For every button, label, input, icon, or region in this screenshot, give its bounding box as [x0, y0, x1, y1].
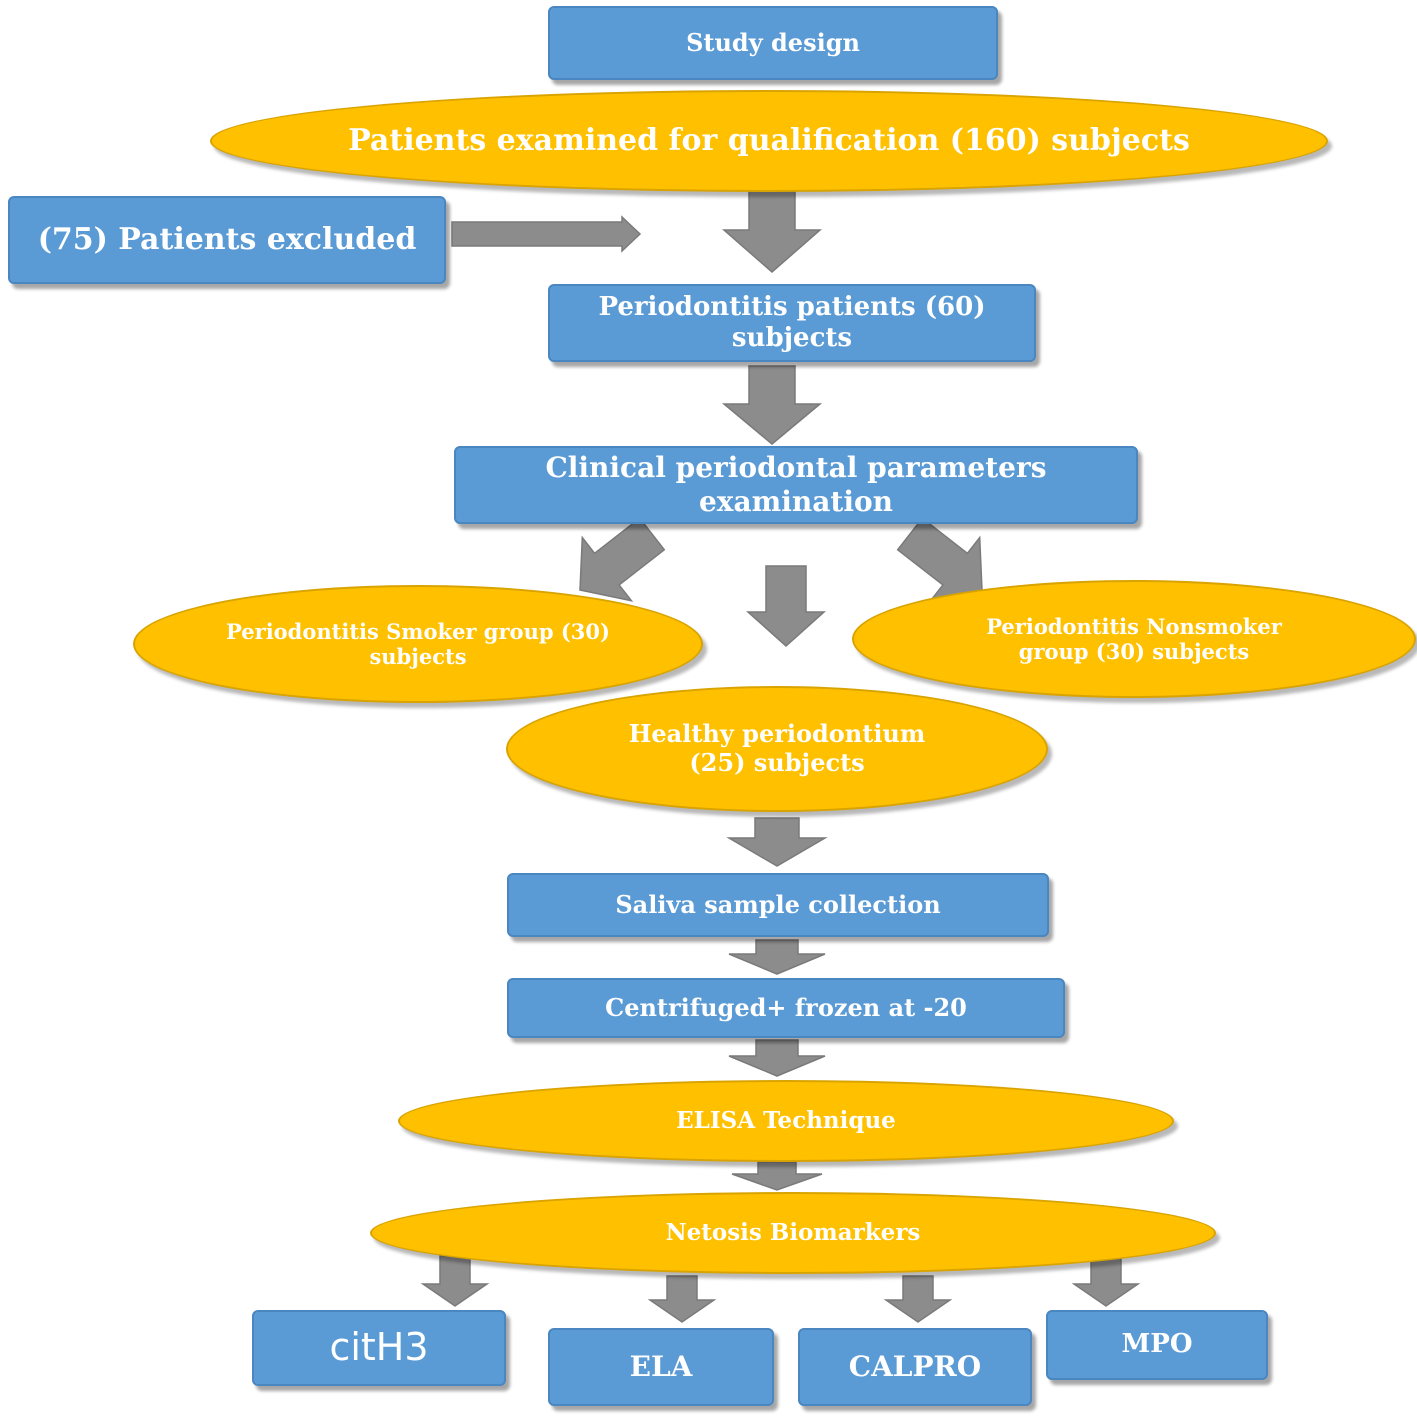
netosis-biomarkers-ellipse: Netosis Biomarkers — [370, 1192, 1216, 1274]
arrow-examined-to-periodontitis — [722, 185, 822, 273]
centrifuged-box: Centrifuged+ frozen at -20 — [507, 978, 1065, 1038]
examined-ellipse: Patients examined for qualification (160… — [210, 90, 1328, 192]
arrow-clinical-to-healthy — [746, 565, 826, 648]
arrow-netosis-to-cith3 — [420, 1255, 490, 1307]
cith3-box: citH3 — [252, 1310, 506, 1386]
saliva-collection-box: Saliva sample collection — [507, 873, 1049, 937]
study-design-box: Study design — [548, 6, 998, 80]
arrow-saliva-to-centrifuged — [728, 939, 826, 975]
arrow-netosis-to-calpro — [883, 1275, 953, 1323]
calpro-box: CALPRO — [798, 1328, 1032, 1406]
excluded-box: (75) Patients excluded — [8, 196, 446, 284]
arrow-centrifuged-to-elisa — [728, 1039, 826, 1077]
elisa-technique-ellipse: ELISA Technique — [398, 1080, 1174, 1162]
arrow-clinical-to-nonsmoker — [896, 517, 983, 602]
arrow-periodontitis-to-clinical — [721, 365, 823, 445]
nonsmoker-group-ellipse: Periodontitis Nonsmoker group (30) subje… — [852, 580, 1416, 698]
periodontitis-patients-box: Periodontitis patients (60) subjects — [548, 284, 1036, 362]
arrow-excluded — [451, 215, 642, 253]
healthy-periodontium-ellipse: Healthy periodontium (25) subjects — [506, 686, 1048, 812]
mpo-box: MPO — [1046, 1310, 1268, 1380]
arrow-netosis-to-ela — [647, 1275, 717, 1323]
ela-box: ELA — [548, 1328, 774, 1406]
clinical-examination-box: Clinical periodontal parameters examinat… — [454, 446, 1138, 524]
smoker-group-ellipse: Periodontitis Smoker group (30) subjects — [133, 585, 703, 703]
arrow-healthy-to-saliva — [726, 817, 828, 867]
arrow-netosis-to-mpo — [1071, 1255, 1141, 1307]
arrow-elisa-to-netosis — [731, 1161, 823, 1191]
arrow-clinical-to-smoker — [579, 517, 666, 602]
